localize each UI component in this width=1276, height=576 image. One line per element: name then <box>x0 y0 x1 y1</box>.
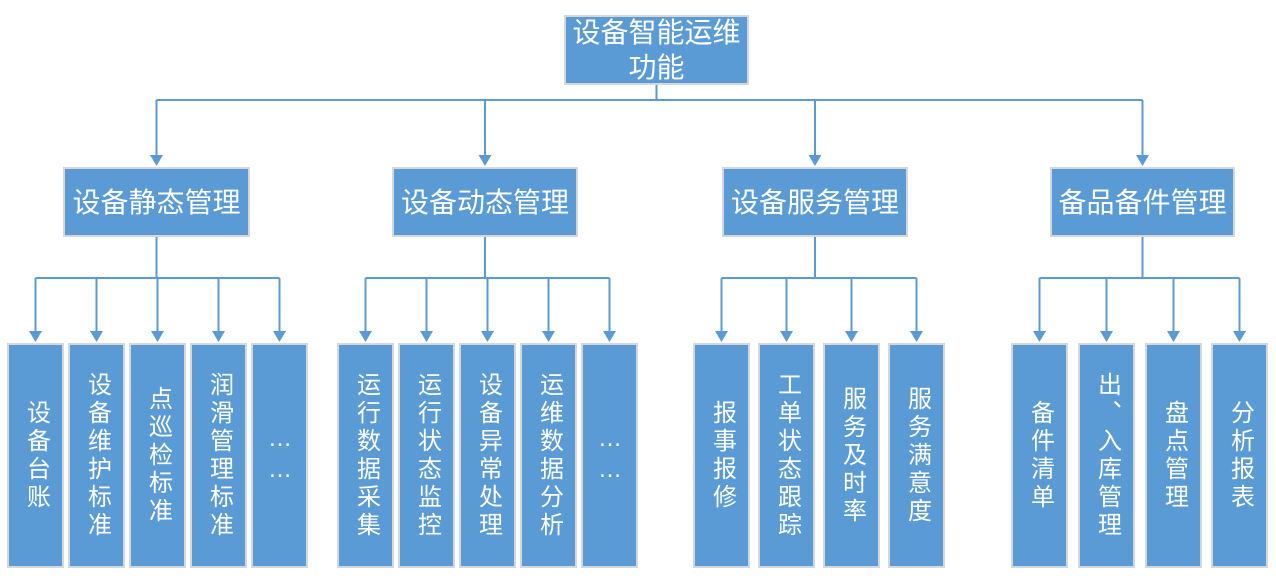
leaf-node: 运行数据采集 <box>337 343 394 568</box>
branch-node-service-mgmt: 设备服务管理 <box>722 167 908 237</box>
branch-node-static-mgmt: 设备静态管理 <box>63 167 250 237</box>
leaf-node: 设备台账 <box>7 343 64 568</box>
leaf-node: 分析报表 <box>1211 343 1268 568</box>
leaf-node: 运维数据分析 <box>520 343 577 568</box>
branch-node-dynamic-mgmt: 设备动态管理 <box>392 167 578 237</box>
leaf-node: 备件清单 <box>1011 343 1068 568</box>
leaf-node: 设备异常处理 <box>459 343 516 568</box>
root-node: 设备智能运维功能 <box>564 15 749 85</box>
leaf-node: 设备维护标准 <box>68 343 125 568</box>
leaf-node: …… <box>251 343 308 568</box>
leaf-node: 报事报修 <box>693 343 750 568</box>
leaf-node: 点巡检标准 <box>129 343 186 568</box>
leaf-node: 运行状态监控 <box>398 343 455 568</box>
leaf-node: 服务及时率 <box>823 343 880 568</box>
leaf-node: 服务满意度 <box>888 343 945 568</box>
leaf-node: 工单状态跟踪 <box>758 343 815 568</box>
branch-node-spareparts-mgmt: 备品备件管理 <box>1050 167 1235 237</box>
leaf-node: …… <box>581 343 638 568</box>
leaf-node: 盘点管理 <box>1145 343 1202 568</box>
leaf-node: 润滑管理标准 <box>190 343 247 568</box>
leaf-node: 出、入库管理 <box>1078 343 1135 568</box>
